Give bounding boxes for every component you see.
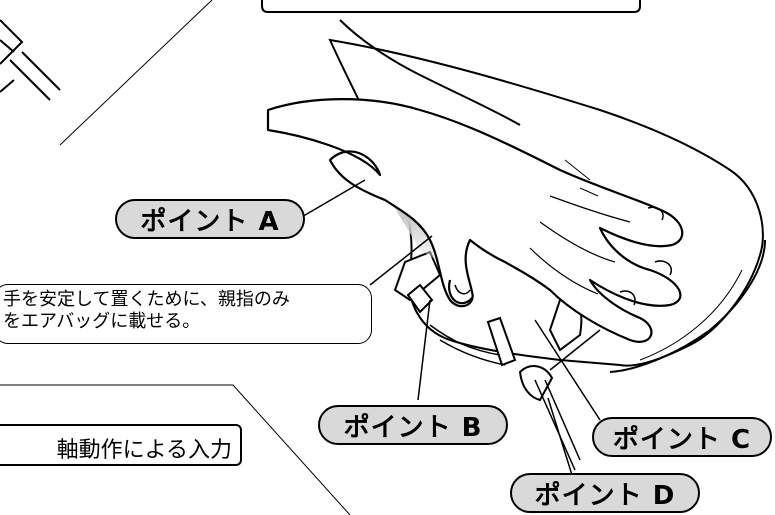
point-d-label: ポイント D <box>510 473 700 513</box>
section-box-text: 軸動作による入力 <box>56 438 232 463</box>
divider-line-top <box>59 0 213 146</box>
device-fragment <box>0 19 61 101</box>
cable-lines <box>429 324 601 471</box>
top-box-edge <box>261 0 641 13</box>
divider-line-bottom <box>0 384 351 515</box>
point-a-label: ポイント A <box>115 199 305 239</box>
strap-parts <box>393 250 583 402</box>
section-box-label: 軸動作による入力 <box>0 424 242 466</box>
leader-lines <box>299 179 601 476</box>
thumb-placement-note: 手を安定して置くために、親指のみ をエアバッグに載せる。 <box>0 284 372 344</box>
forearm <box>339 19 521 126</box>
point-c-label: ポイント C <box>592 417 772 457</box>
point-b-label: ポイント B <box>318 405 508 445</box>
hand <box>266 98 684 343</box>
